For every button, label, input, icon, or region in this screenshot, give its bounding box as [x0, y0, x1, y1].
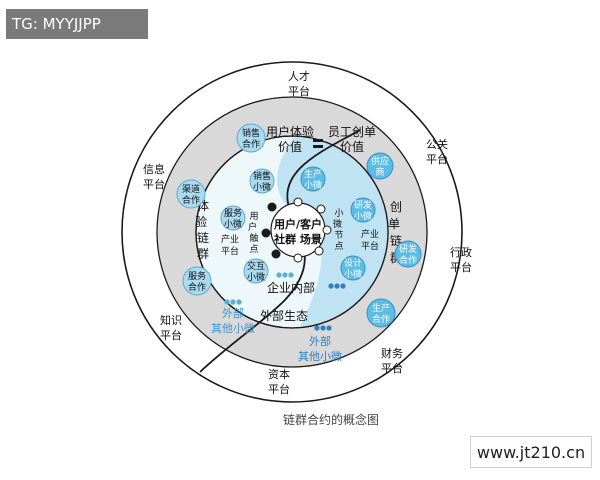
industry-platform-left: 产业平台: [221, 233, 239, 257]
external-micro-right: 外部其他小微: [298, 334, 342, 363]
node-sales-micro: 销售小微: [249, 168, 275, 194]
bottom-right-watermark: www.jt210.cn: [470, 436, 592, 468]
svg-text:研发合作: 研发合作: [399, 243, 417, 266]
svg-text:渠道合作: 渠道合作: [182, 183, 200, 206]
node-interaction-micro: 交互小微: [243, 258, 269, 284]
external-micro-left: 外部其他小微: [211, 306, 255, 335]
node-supplier: 供应商: [366, 152, 394, 180]
industry-platform-right: 产业平台: [361, 228, 379, 252]
svg-text:供应商: 供应商: [371, 155, 389, 178]
employee-order-value: 员工创单价值: [328, 125, 376, 154]
ring-beads: [261, 197, 332, 263]
platform-admin: 行政平台: [450, 245, 472, 274]
platform-finance: 财务平台: [381, 346, 403, 375]
svg-text:销售小微: 销售小微: [253, 170, 271, 193]
dots-outer-left: [224, 299, 242, 305]
dots-outer-right: [314, 325, 332, 331]
experience-chain-label: 体验 链群: [195, 199, 211, 261]
svg-text:生产小微: 生产小微: [304, 168, 322, 191]
svg-text:交互小微: 交互小微: [247, 260, 265, 283]
platform-info: 信息平台: [143, 162, 165, 191]
ecosystem-label: 外部生态: [260, 308, 308, 323]
node-rnd-micro: 研发小微: [350, 197, 376, 223]
svg-text:销售合作: 销售合作: [242, 127, 260, 150]
svg-text:设计小微: 设计小微: [344, 257, 362, 280]
internal-label: 企业内部: [267, 280, 315, 295]
figure-caption: 链群合约的概念图: [283, 412, 379, 427]
node-design-micro: 设计小微: [340, 255, 366, 281]
node-production-micro: 生产小微: [300, 166, 326, 192]
micro-node-label: 小微 节点: [333, 208, 345, 252]
platform-public: 公关平台: [426, 137, 448, 166]
user-touchpoint-label: 用户 触点: [248, 211, 260, 255]
node-channel-coop: 渠道合作: [176, 179, 206, 209]
platform-talent: 人才平台: [288, 69, 310, 98]
dots-inner-right: [328, 283, 346, 289]
dots-inner-left: [276, 272, 294, 278]
center-label: 用户/客户社群 场景: [273, 217, 322, 246]
node-service-micro: 服务小微: [220, 205, 246, 231]
node-sales-coop: 销售合作: [236, 123, 266, 153]
platform-knowledge: 知识平台: [160, 313, 182, 342]
svg-text:生产合作: 生产合作: [372, 302, 390, 325]
top-left-watermark: TG: MYYJJPP: [6, 9, 148, 39]
svg-text:服务小微: 服务小微: [224, 207, 242, 230]
connector-mark: [313, 139, 323, 142]
node-service-coop: 服务合作: [182, 266, 212, 296]
platform-capital: 资本平台: [268, 367, 290, 396]
svg-text:研发小微: 研发小微: [354, 199, 372, 222]
node-production-coop: 生产合作: [366, 298, 396, 328]
svg-text:服务合作: 服务合作: [188, 270, 206, 293]
user-experience-value: 用户体验价值: [266, 124, 314, 154]
node-rnd-coop: 研发合作: [394, 240, 422, 268]
